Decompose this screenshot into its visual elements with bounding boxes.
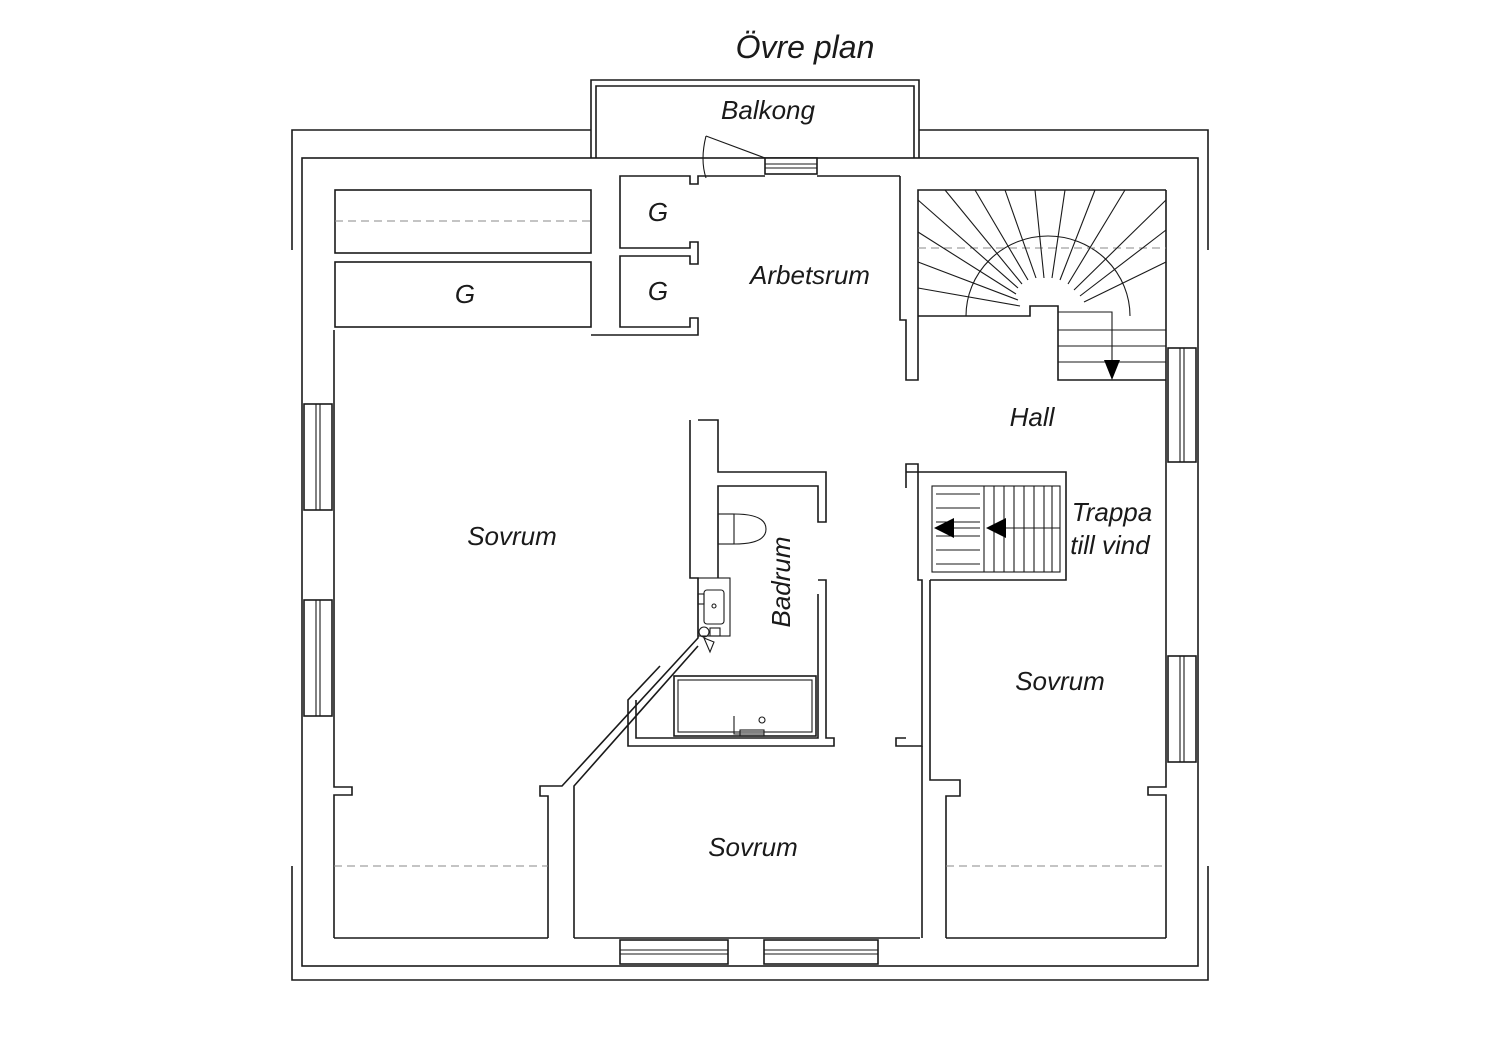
room-label-bathroom: Badrum bbox=[766, 536, 796, 627]
plan-title: Övre plan bbox=[736, 29, 875, 65]
toilet-icon bbox=[717, 513, 767, 545]
balcony-door bbox=[702, 135, 766, 179]
room-label-stairs-line1: Trappa bbox=[1072, 497, 1152, 527]
room-label-closet-1: G bbox=[648, 197, 668, 227]
attic-staircase bbox=[895, 463, 1067, 747]
room-label-study: Arbetsrum bbox=[748, 260, 870, 290]
balcony bbox=[590, 79, 920, 158]
room-labels: Balkong G G G Arbetsrum Hall Trappa till… bbox=[455, 95, 1152, 862]
room-label-hall: Hall bbox=[1010, 402, 1056, 432]
room-label-stairs-line2: till vind bbox=[1070, 530, 1151, 560]
storage-closets bbox=[334, 175, 765, 336]
study-walls bbox=[817, 175, 1166, 381]
bathroom-walls bbox=[539, 419, 961, 938]
room-label-bedroom-west: Sovrum bbox=[467, 521, 557, 551]
exterior-walls bbox=[291, 129, 1209, 981]
room-label-bedroom-east: Sovrum bbox=[1015, 666, 1105, 696]
sink-icon bbox=[697, 577, 731, 654]
room-label-bedroom-south: Sovrum bbox=[708, 832, 798, 862]
windows bbox=[303, 157, 1197, 965]
room-label-balcony: Balkong bbox=[721, 95, 815, 125]
room-label-closet-3: G bbox=[455, 279, 475, 309]
room-label-closet-2: G bbox=[648, 276, 668, 306]
spiral-staircase bbox=[917, 189, 1167, 381]
bathtub-icon bbox=[673, 675, 817, 737]
